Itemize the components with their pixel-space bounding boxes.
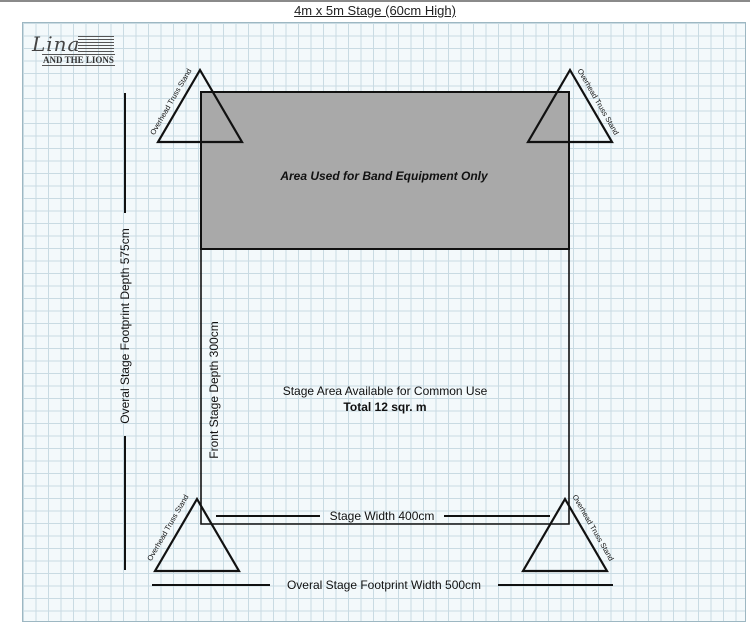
logo: Lina AND THE LIONS xyxy=(30,32,116,70)
logo-lines xyxy=(78,36,114,52)
truss-label-bottom-right: Overhead Truss Stand xyxy=(571,493,616,562)
truss-triangle-bottom-right xyxy=(521,496,609,573)
band-area-label: Area Used for Band Equipment Only xyxy=(279,169,489,183)
truss-label-bottom-left: Overhead Truss Stand xyxy=(145,493,190,562)
top-border xyxy=(0,0,750,2)
front-depth-label: Front Stage Depth 300cm xyxy=(207,321,221,458)
common-area-total: Total 12 sqr. m xyxy=(343,400,426,414)
truss-triangle-bottom-left xyxy=(153,496,241,573)
diagram-title: 4m x 5m Stage (60cm High) xyxy=(294,3,456,18)
common-area-label: Stage Area Available for Common Use xyxy=(283,384,488,398)
truss-triangle-top-left xyxy=(156,67,244,144)
stage-width-label: Stage Width 400cm xyxy=(330,509,435,523)
front-stage-outline xyxy=(200,249,570,525)
truss-label-top-left: Overhead Truss Stand xyxy=(148,67,193,136)
logo-script: Lina xyxy=(32,32,81,56)
footprint-width-label: Overal Stage Footprint Width 500cm xyxy=(287,578,481,592)
truss-label-top-right: Overhead Truss Stand xyxy=(576,67,621,136)
band-equipment-area xyxy=(200,91,570,250)
truss-triangle-top-right xyxy=(526,67,614,144)
footprint-depth-label: Overal Stage Footprint Depth 575cm xyxy=(118,228,132,423)
logo-sub: AND THE LIONS xyxy=(42,54,115,66)
